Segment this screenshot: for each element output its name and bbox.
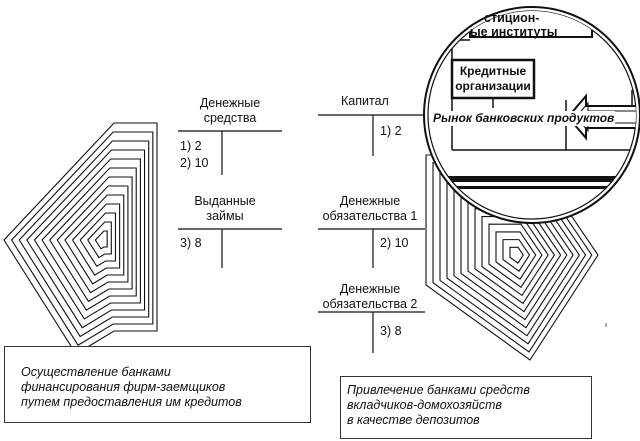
left-concentric-arrow-icon (3, 122, 158, 355)
arrow-outline-ring (87, 221, 112, 259)
account-entry-liabilities-2: 3) 8 (380, 324, 402, 338)
account-title-loans: Выданные займы (194, 194, 256, 223)
arrow-outline-ring (481, 215, 549, 297)
account-entry-cash-1: 1) 2 (180, 139, 202, 153)
account-entry-cash-2: 2) 10 (180, 156, 209, 170)
arrow-outline-ring (41, 167, 137, 311)
arrow-outline-ring (425, 154, 599, 361)
arrow-outline-ring (509, 246, 524, 264)
account-title-liabilities-1: Денежные обязательства 1 (322, 194, 418, 223)
arrow-outline-ring (79, 212, 117, 268)
t-account-capital (318, 114, 425, 156)
t-account-loans (178, 228, 282, 268)
arrow-outline-ring (432, 162, 593, 353)
arrow-outline-ring (48, 176, 133, 303)
arrow-outline-ring (71, 203, 121, 276)
account-entry-capital-1: 1) 2 (380, 124, 402, 138)
arrow-outline-ring (495, 231, 537, 281)
account-title-liabilities-2: Денежные обязательства 2 (322, 282, 418, 311)
zoom-label-institutions-partial: стицион- (484, 11, 540, 25)
t-account-liabilities-1 (318, 228, 425, 268)
caption-box-left: Осуществление банками финансирования фир… (4, 346, 311, 423)
arrow-outline-ring (3, 122, 158, 355)
arrow-outline-ring (64, 194, 125, 285)
arrow-outline-ring (488, 223, 543, 289)
arrow-outline-ring (10, 131, 154, 346)
account-title-cash: Денежные средства (199, 96, 261, 125)
arrow-outline-ring (502, 239, 531, 272)
zoom-label-credit-orgs: Кредитные организации (455, 64, 531, 93)
caption-left-text: Осуществление банками финансирования фир… (21, 365, 242, 409)
caption-box-right: Привлечение банками средств вкладчиков-д… (340, 376, 592, 439)
account-entry-liabilities-1: 2) 10 (380, 236, 409, 250)
t-account-cash (178, 130, 282, 175)
arrow-outline-ring (33, 158, 141, 320)
account-entry-loans-1: 3) 8 (180, 236, 202, 250)
arrow-outline-ring (474, 208, 556, 305)
caption-right-text: Привлечение банками средств вкладчиков-д… (347, 383, 530, 427)
arrow-outline-ring (94, 230, 108, 250)
t-account-liabilities-2 (318, 311, 425, 353)
account-title-capital: Капитал (341, 94, 389, 108)
zoom-label-bank-products-market: Рынок банковских продуктов (432, 111, 616, 126)
arrow-outline-ring (26, 149, 146, 329)
arrow-outline-ring (56, 185, 129, 294)
arrow-outline-ring (18, 140, 150, 338)
zoom-label-institutions: ые институты (470, 25, 558, 39)
